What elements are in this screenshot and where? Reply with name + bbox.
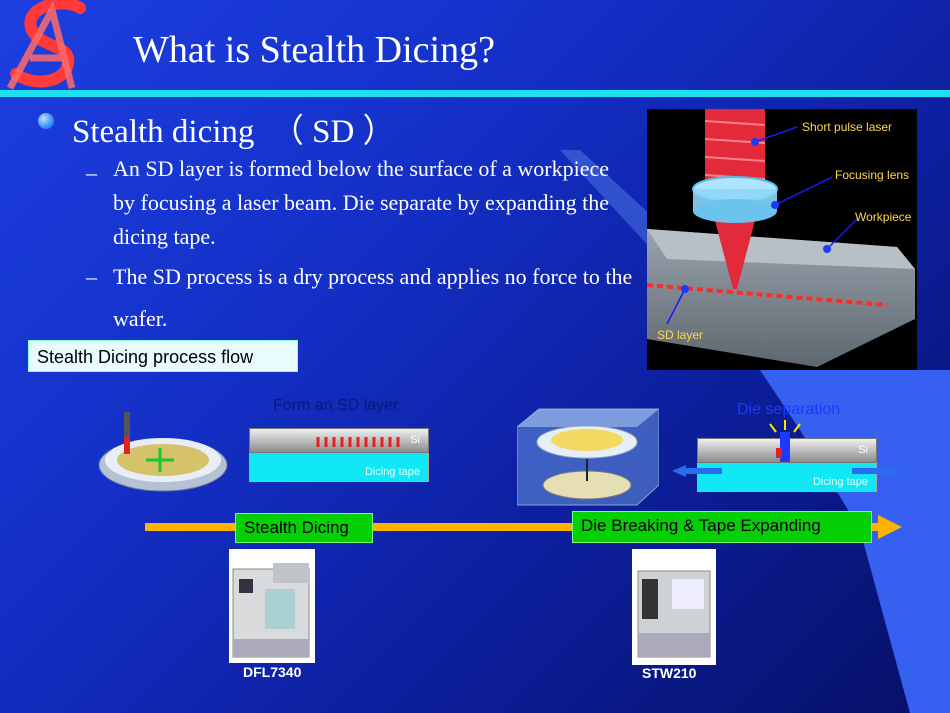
- label-sd-layer: SD layer: [657, 328, 704, 342]
- timeline-arrowhead-icon: [878, 515, 902, 539]
- machine-stw210-image: [632, 549, 716, 665]
- label-focusing-lens: Focusing lens: [835, 168, 910, 182]
- si-label: Si: [410, 434, 420, 446]
- sub-bullet-2: The SD process is a dry process and appl…: [113, 264, 633, 331]
- laser-diagram: Short pulse laser Focusing lens Workpiec…: [647, 109, 917, 370]
- dicing-tape-layer-expanded: Dicing tape: [697, 463, 877, 492]
- label-short-pulse-laser: Short pulse laser: [802, 120, 893, 134]
- sub-bullet-1: An SD layer is formed below the surface …: [113, 156, 610, 249]
- si-label: Si: [858, 444, 868, 456]
- machine-dfl7340-image: [229, 549, 315, 663]
- dicing-tape-layer: Dicing tape: [249, 453, 429, 482]
- page-title: What is Stealth Dicing?: [133, 29, 495, 71]
- machine-label-stw210: STW210: [642, 665, 697, 681]
- step-die-breaking-tape-expanding: Die Breaking & Tape Expanding: [572, 511, 872, 543]
- dicing-tape-label: Dicing tape: [364, 466, 420, 478]
- machine-icon: [637, 570, 711, 658]
- sa-logo-icon: [6, 0, 86, 90]
- decorative-blue-shape: [760, 370, 950, 713]
- title-underline: [0, 90, 950, 97]
- dash-marker: –: [86, 264, 97, 289]
- process-timeline: [145, 523, 880, 531]
- dicing-tape-label: Dicing tape: [812, 476, 868, 488]
- laser-illustration: [647, 109, 915, 367]
- machine-icon: [232, 563, 310, 658]
- stage-label-die-separation: Die separation: [737, 401, 841, 418]
- label-workpiece: Workpiece: [855, 210, 912, 224]
- step-stealth-dicing: Stealth Dicing: [235, 513, 373, 543]
- dash-marker: –: [86, 160, 97, 185]
- tape-expander-icon: [517, 408, 659, 506]
- bullet-stealth-dicing: Stealth dicing （ SD ）: [72, 114, 396, 150]
- machine-label-dfl7340: DFL7340: [243, 664, 302, 680]
- si-layer: Si: [249, 428, 429, 453]
- stage-label-form-sd-layer: Form an SD layer: [273, 397, 399, 414]
- sd-marks: [316, 437, 400, 447]
- wafer-chuck-icon: [98, 412, 228, 492]
- separation-arrows-icon: [672, 420, 902, 477]
- bullet-dot-icon: [38, 113, 54, 129]
- process-flow-label: Stealth Dicing process flow: [28, 340, 298, 372]
